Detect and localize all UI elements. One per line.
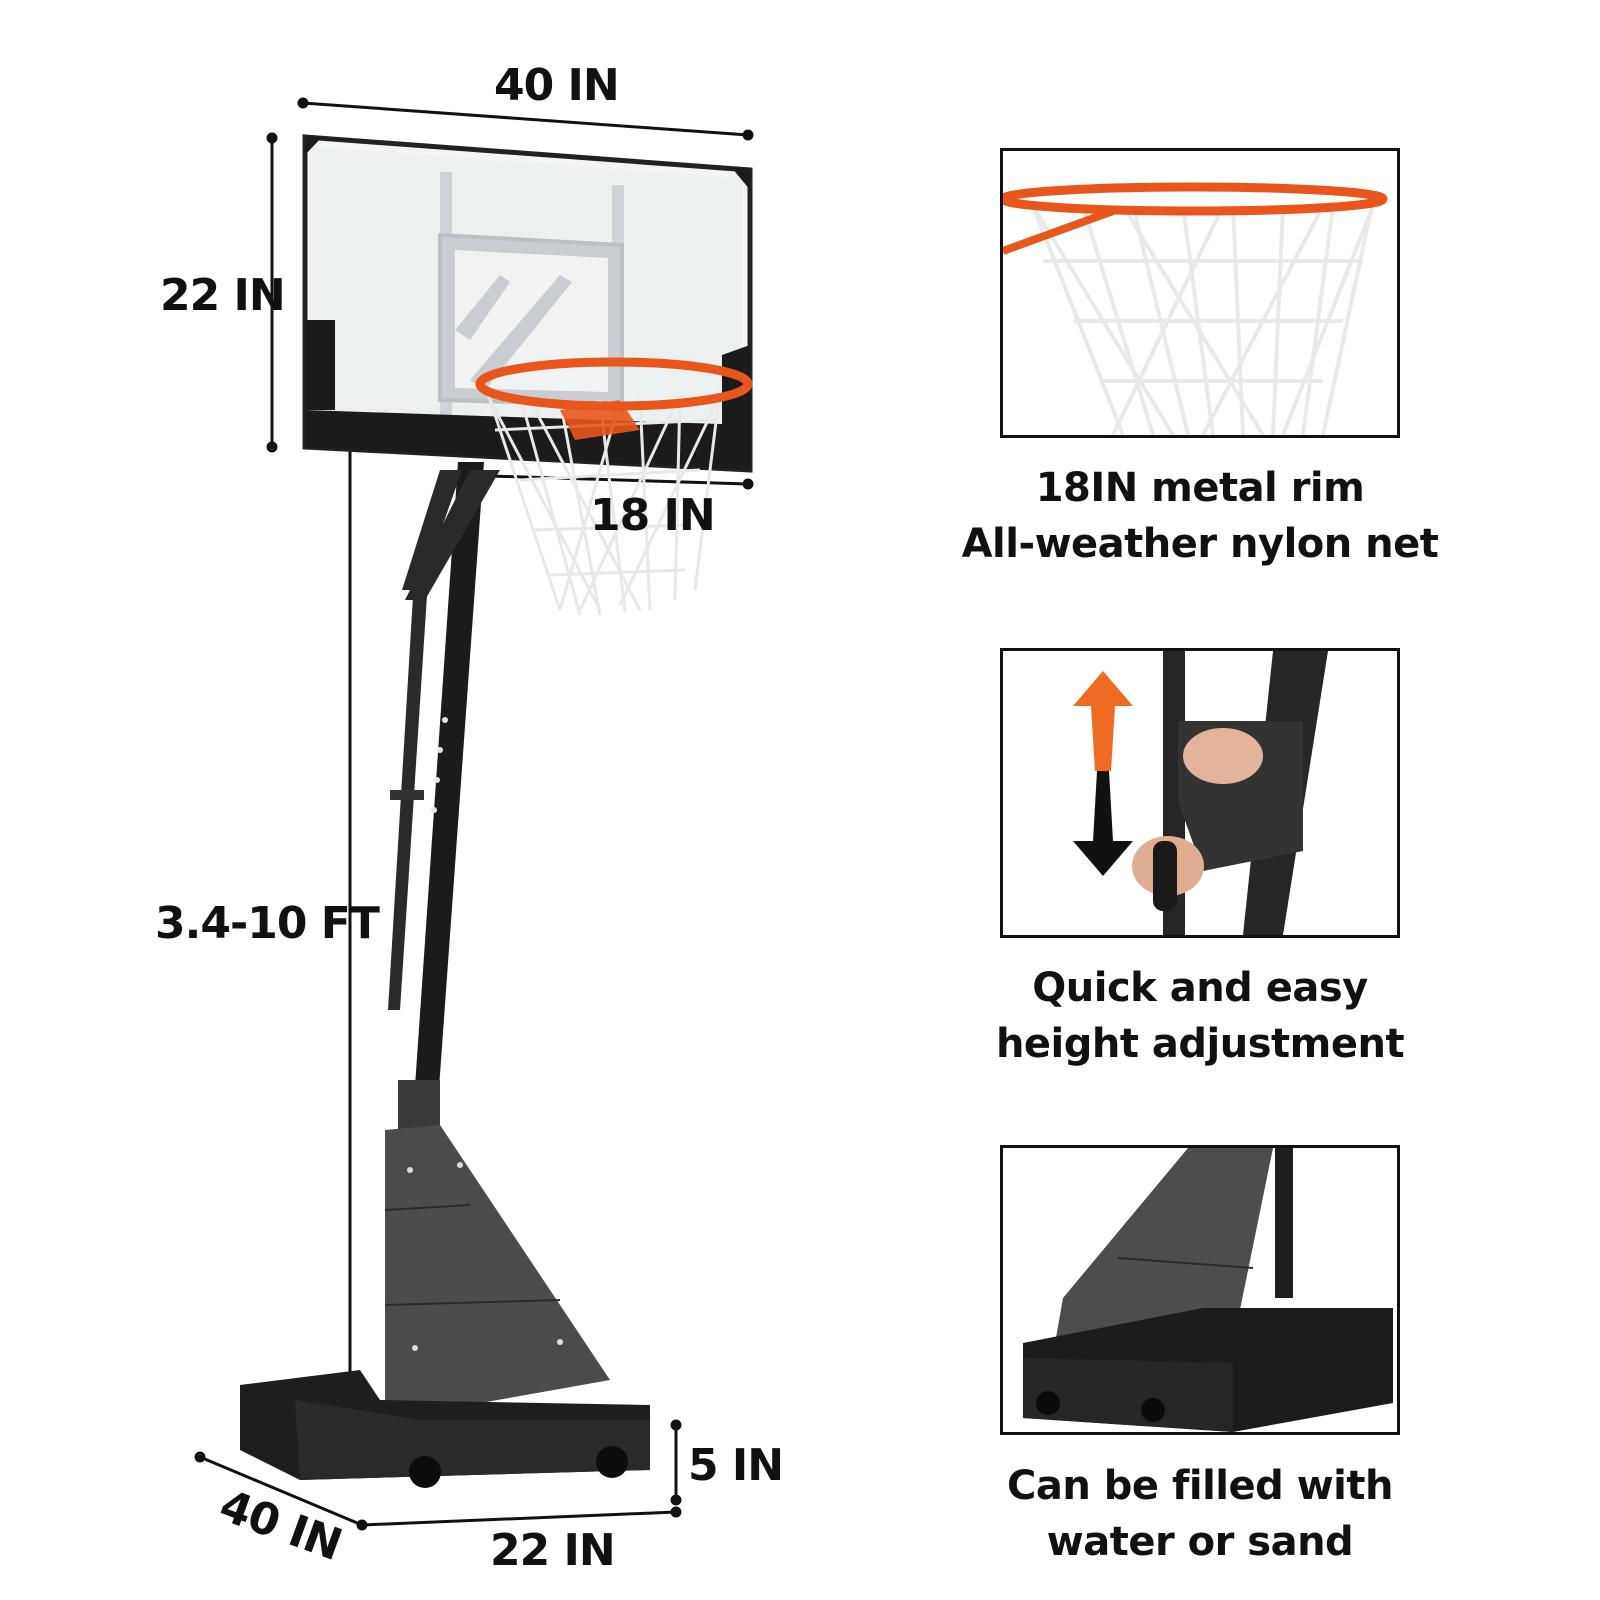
feature-panel-height — [1000, 648, 1400, 938]
rim-net-photo-icon — [1003, 182, 1388, 435]
base-height-label: 5 IN — [688, 1440, 784, 1491]
arrow-up-icon — [1073, 671, 1133, 771]
feature-caption-rim-line2: All-weather nylon net — [961, 521, 1439, 567]
backboard-height-label: 22 IN — [160, 270, 286, 321]
feature-caption-base: Can be filled with water or sand — [950, 1458, 1450, 1570]
backboard — [302, 134, 753, 473]
dimension-lines — [194, 97, 754, 1531]
base-width-label: 22 IN — [490, 1525, 616, 1576]
feature-caption-base-line1: Can be filled with — [1007, 1463, 1393, 1509]
base-photo-icon — [1023, 1148, 1393, 1432]
rim-diameter-label: 18 IN — [590, 490, 716, 541]
feature-caption-height: Quick and easy height adjustment — [950, 960, 1450, 1072]
base — [240, 1125, 650, 1488]
basketball-hoop-illustration — [194, 97, 754, 1531]
feature-caption-rim-line1: 18IN metal rim — [1035, 465, 1365, 511]
pole — [388, 462, 500, 1130]
backboard-width-label: 40 IN — [494, 60, 620, 111]
feature-caption-height-line2: height adjustment — [995, 1021, 1405, 1067]
feature-panel-rim — [1000, 148, 1400, 438]
feature-caption-height-line1: Quick and easy — [1032, 965, 1368, 1011]
arrow-down-icon — [1073, 771, 1133, 876]
height-range-label: 3.4-10 FT — [155, 898, 380, 949]
feature-caption-rim: 18IN metal rim All-weather nylon net — [950, 460, 1450, 572]
feature-caption-base-line2: water or sand — [1046, 1519, 1354, 1565]
height-adjustment-photo-icon — [1073, 651, 1328, 935]
feature-panel-base — [1000, 1145, 1400, 1435]
